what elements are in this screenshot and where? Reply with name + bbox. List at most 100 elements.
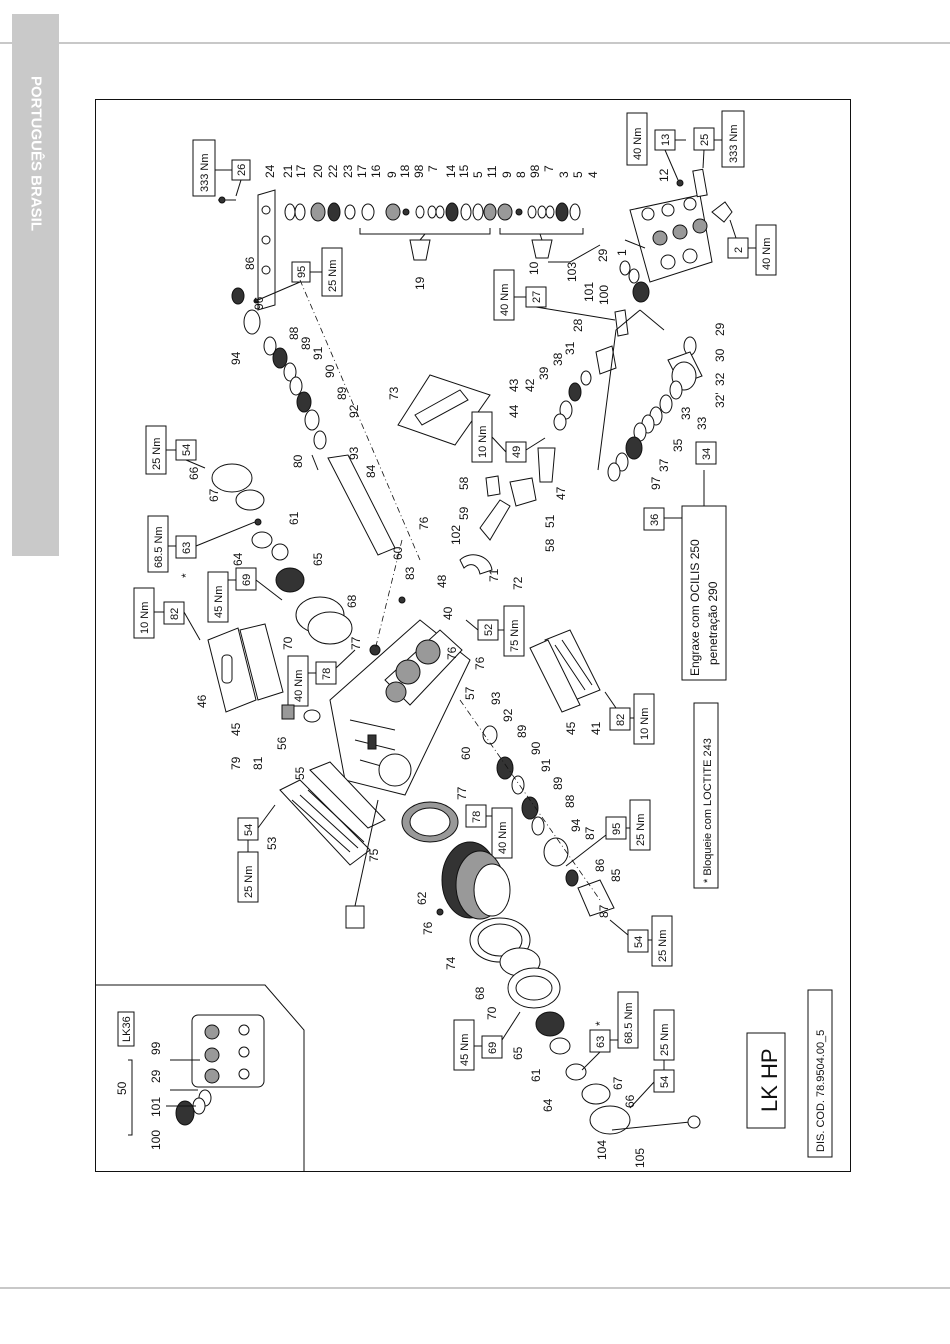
conrod-detail-73 [397,374,491,446]
svg-text:25 Nm: 25 Nm [151,438,163,470]
callout-60: 60 [391,546,405,560]
svg-text:34: 34 [701,448,713,460]
svg-text:52: 52 [483,624,495,636]
svg-text:25 Nm: 25 Nm [659,1024,671,1056]
callout-100b: 100 [597,285,611,305]
callout-67: 67 [207,488,221,502]
callout-30: 30 [713,348,727,362]
torque-box-685nm-bottom: 68.5 Nm [617,991,639,1049]
callout-24: 24 [263,164,277,178]
callout-32prime: 32' [713,392,727,408]
callout-32: 32 [713,372,727,386]
callout-box-27: 27 [525,286,547,308]
callout-77b: 77 [455,786,469,800]
svg-text:13: 13 [660,134,672,146]
bottom-rule [0,1287,950,1289]
svg-text:40 Nm: 40 Nm [499,284,511,316]
valve-cover-24 [257,189,276,311]
svg-text:68.5 Nm: 68.5 Nm [153,526,165,568]
svg-text:27: 27 [531,291,543,303]
callout-87: 87 [583,826,597,840]
torque-box-25nm-95-bottom: 25 Nm [629,799,651,851]
torque-box-10nm-49: 10 Nm [471,411,493,463]
svg-text:333 Nm: 333 Nm [728,124,740,163]
callout-box-78-top: 78 [315,661,337,685]
svg-text:54: 54 [243,824,255,836]
callout-box-95-bottom: 95 [605,816,627,840]
gasket-55 [309,761,386,829]
callout-58b: 58 [543,538,557,552]
callout-42: 42 [523,378,537,392]
valve-stack-left [284,202,497,222]
callout-99: 99 [149,1041,163,1055]
torque-box-333nm-top: 333 Nm [721,110,745,168]
svg-text:63: 63 [181,542,193,554]
torque-box-333nm-left: 333 Nm [192,139,216,197]
callout-85: 85 [609,868,623,882]
callout-90: 90 [323,364,337,378]
callout-66: 66 [187,466,201,480]
callout-10: 10 [527,261,541,275]
callout-76: 76 [417,516,431,530]
conrod-71 [479,499,511,541]
label-plate [345,905,365,929]
svg-text:78: 78 [471,811,483,823]
callout-92: 92 [347,404,361,418]
torque-box-25nm-95: 25 Nm [321,247,343,297]
callout-101b: 101 [582,282,596,302]
callout-box-36: 36 [643,507,665,531]
callout-76c: 76 [473,656,487,670]
callout-22: 22 [326,164,340,178]
top-rule [0,42,950,44]
callout-33b: 33 [679,406,693,420]
loctite-footnote: * Bloqueie com LOCTITE 243 [702,738,714,883]
svg-text:36: 36 [649,514,661,526]
callout-18: 18 [398,164,412,178]
callout-box-63-top: 63 [175,535,197,559]
language-side-tab: PORTUGUÊS BRASIL [12,14,59,556]
callout-41: 41 [589,721,603,735]
torque-box-25nm-54-top: 25 Nm [145,425,167,475]
callout-box-25: 25 [693,127,715,151]
callout-61: 61 [287,511,301,525]
pump-head-top [629,194,733,283]
callout-box-54-top: 54 [175,439,197,461]
torque-box-45nm-bottom: 45 Nm [453,1019,475,1071]
callout-box-34: 34 [695,441,717,465]
callout-14: 14 [444,164,458,178]
callout-box-54-bottom: 54 [653,1069,675,1093]
svg-text:82: 82 [169,608,181,620]
callout-60b: 60 [459,746,473,760]
svg-text:95: 95 [296,266,308,278]
crankcase-56 [329,619,471,796]
svg-text:25 Nm: 25 Nm [635,814,647,846]
svg-text:10 Nm: 10 Nm [639,708,651,740]
callout-35: 35 [671,438,685,452]
callout-67b: 67 [611,1076,625,1090]
valve-stack-right [497,202,581,222]
callout-28: 28 [571,318,585,332]
svg-text:95: 95 [611,823,623,835]
callout-86: 86 [243,256,257,270]
torque-box-10nm-82-bottom: 10 Nm [633,693,655,745]
svg-text:75 Nm: 75 Nm [509,620,521,652]
torque-box-40nm-top: 40 Nm [626,112,648,166]
callout-box-69-bottom: 69 [481,1035,503,1059]
crankshaft-84 [327,454,396,556]
callout-box-13: 13 [654,129,676,151]
callout-9b: 9 [500,171,514,178]
callout-97: 97 [649,476,663,490]
torque-box-40nm-78-top: 40 Nm [287,655,309,707]
callout-74: 74 [444,956,458,970]
callout-51: 51 [543,514,557,528]
callout-box-78-bottom: 78 [465,804,487,828]
callout-73: 73 [387,386,401,400]
callout-104: 104 [595,1140,609,1160]
callout-71: 71 [487,568,501,582]
callout-65b: 65 [511,1046,525,1060]
svg-text:69: 69 [487,1042,499,1054]
callout-39: 39 [537,366,551,380]
callout-83: 83 [403,566,417,580]
callout-91: 91 [311,346,325,360]
svg-text:25: 25 [699,134,711,146]
